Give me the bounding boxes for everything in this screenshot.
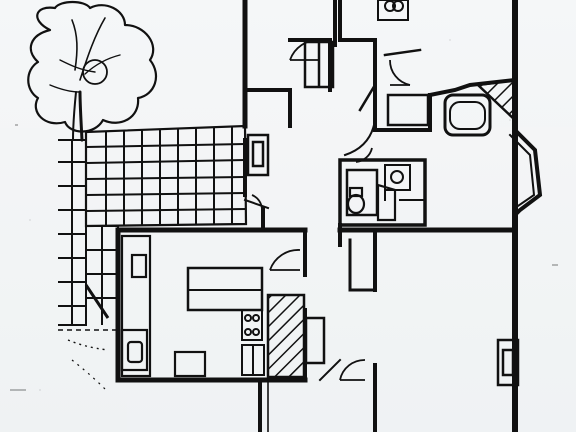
- toilet-icon: [345, 168, 397, 222]
- closet-icon: [303, 40, 430, 127]
- sink-icon: [377, 0, 411, 191]
- scan-edge-marks: [10, 124, 558, 391]
- bathtub-icon: [443, 78, 517, 137]
- refrigerator-icon: [241, 344, 265, 376]
- tree-icon: [27, 0, 158, 142]
- fireplace-icon: [246, 133, 520, 387]
- patio-grid-icon: [58, 124, 248, 391]
- kitchen-counter-icon: [120, 234, 264, 378]
- stove-icon: [241, 309, 263, 341]
